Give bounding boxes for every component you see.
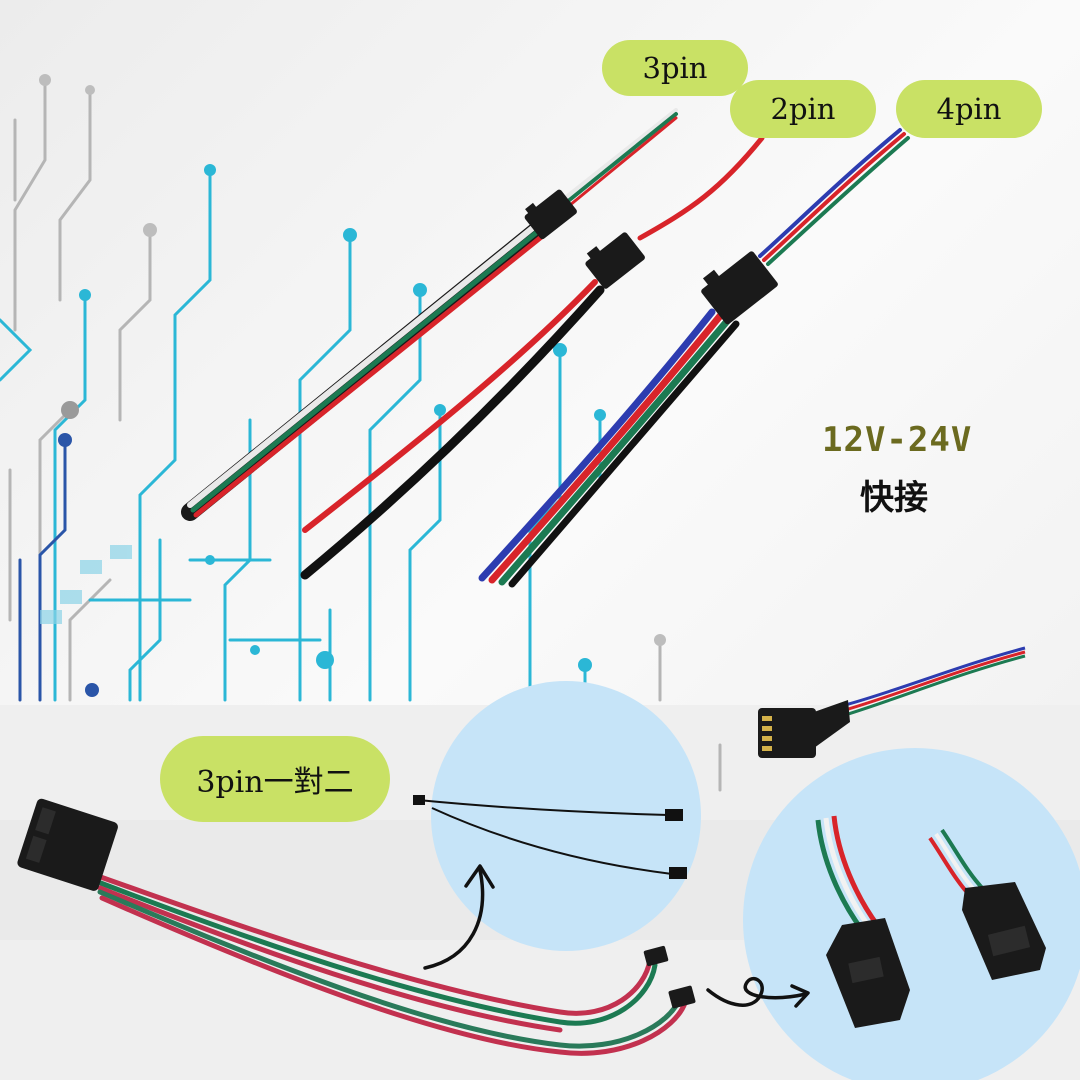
two-pin-cable	[300, 135, 765, 580]
curved-arrow-icon	[423, 864, 495, 970]
quick-connect-label: 快接	[860, 478, 928, 518]
male-three-pin-connector	[815, 815, 910, 1028]
female-three-pin-connector	[928, 828, 1046, 980]
y-split-main-connector	[17, 798, 118, 891]
split-detail-circle	[431, 681, 701, 951]
four-pin-cable	[478, 128, 910, 588]
thin-split-cable	[413, 795, 687, 879]
female-four-pin-plug	[758, 646, 1026, 758]
label-3pin-split: 3pin一對二	[160, 736, 390, 822]
y-split-small-connectors	[643, 945, 696, 1009]
label-2pin: 2pin	[730, 80, 876, 138]
label-3pin: 3pin	[602, 40, 748, 96]
three-pin-cable	[181, 108, 678, 521]
loop-arrow-icon	[706, 977, 810, 1008]
two-pin-connector	[585, 232, 645, 289]
three-pin-connector	[524, 189, 577, 240]
label-4pin: 4pin	[896, 80, 1042, 138]
circuit-decoration	[0, 78, 722, 792]
four-pin-connector	[701, 251, 778, 325]
circuit-nodes	[39, 74, 666, 697]
circuit-squares	[40, 545, 132, 624]
y-split-cable	[92, 872, 688, 1056]
voltage-label: 12V-24V	[822, 420, 973, 460]
